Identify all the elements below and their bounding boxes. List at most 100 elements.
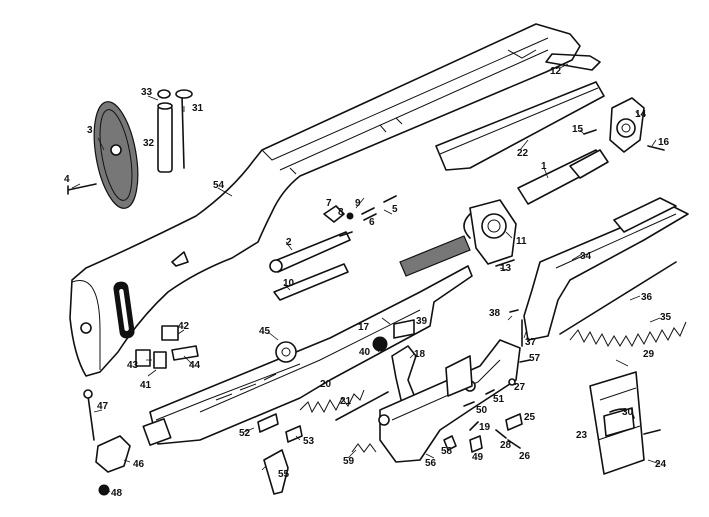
callout-15: 15 [572, 124, 584, 135]
stock [69, 23, 581, 377]
callout-46: 46 [133, 459, 145, 470]
receiver [142, 235, 473, 446]
callout-28: 28 [500, 440, 512, 451]
pin-15 [583, 129, 597, 135]
callout-31: 31 [192, 103, 204, 114]
pin-38 [509, 309, 519, 313]
part-58 [443, 435, 457, 451]
callout-54: 54 [213, 180, 225, 191]
spring-35 [569, 321, 687, 348]
callout-5: 5 [392, 204, 398, 215]
callout-49: 49 [472, 452, 484, 463]
callout-44: 44 [189, 360, 201, 371]
callout-27: 27 [514, 382, 526, 393]
callout-37: 37 [525, 337, 537, 348]
callout-13: 13 [500, 263, 512, 274]
pin-51 [485, 389, 495, 395]
callout-24: 24 [655, 459, 667, 470]
callout-19: 19 [479, 422, 491, 433]
callout-16: 16 [658, 137, 670, 148]
trigger-55 [263, 449, 289, 495]
pin-47 [87, 395, 95, 441]
spring-59 [351, 443, 377, 453]
pin-19 [469, 421, 479, 431]
callout-59: 59 [343, 456, 355, 467]
block-41 [153, 351, 167, 369]
callout-32: 32 [143, 138, 155, 149]
callout-14: 14 [635, 109, 647, 120]
callout-7: 7 [326, 198, 332, 209]
callout-53: 53 [303, 436, 315, 447]
callout-40: 40 [359, 347, 371, 358]
part-25 [505, 413, 523, 431]
callout-38: 38 [489, 308, 501, 319]
barrel-band [463, 199, 517, 265]
callout-41: 41 [140, 380, 152, 391]
callout-25: 25 [524, 412, 536, 423]
callout-56: 56 [425, 458, 437, 469]
block-43 [135, 349, 151, 367]
leader-lines [71, 63, 661, 493]
callout-52: 52 [239, 428, 251, 439]
callout-45: 45 [259, 326, 271, 337]
part-46 [95, 435, 131, 473]
callout-50: 50 [476, 405, 488, 416]
callout-43: 43 [127, 360, 139, 371]
callout-51: 51 [493, 394, 505, 405]
callout-29: 29 [643, 349, 655, 360]
slide-barrel [523, 197, 689, 341]
callout-1: 1 [541, 161, 547, 172]
magazine [589, 371, 661, 475]
callout-4: 4 [64, 174, 70, 185]
callout-34: 34 [580, 251, 592, 262]
front-band [609, 97, 645, 153]
oiler [157, 89, 193, 173]
rod-21 [335, 391, 389, 421]
callout-42: 42 [178, 321, 190, 332]
operating-slide-parts [269, 195, 397, 301]
callout-9: 9 [355, 198, 361, 209]
bushing-39 [393, 319, 415, 339]
callout-48: 48 [111, 488, 123, 499]
gas-tube [517, 149, 609, 205]
callout-35: 35 [660, 312, 672, 323]
rod-36 [559, 261, 677, 335]
handguard [435, 81, 605, 171]
callout-8: 8 [338, 207, 344, 218]
callout-47: 47 [97, 401, 109, 412]
callout-26: 26 [519, 451, 531, 462]
part-48 [98, 484, 110, 496]
trigger-housing [378, 339, 521, 463]
callout-2: 2 [286, 237, 292, 248]
callout-12: 12 [550, 66, 562, 77]
block-44 [171, 345, 199, 361]
pin-28 [495, 429, 507, 439]
callout-21: 21 [340, 396, 352, 407]
butt-plate-screw [67, 183, 97, 195]
callout-3: 3 [87, 125, 93, 136]
part-52 [257, 413, 279, 433]
pin-26 [507, 439, 521, 449]
callout-36: 36 [641, 292, 653, 303]
block-42 [161, 325, 179, 341]
spring-20 [299, 389, 365, 414]
callout-17: 17 [358, 322, 370, 333]
knob-40 [372, 336, 388, 352]
callout-23: 23 [576, 430, 588, 441]
butt-plate [93, 101, 139, 209]
callout-11: 11 [516, 236, 527, 247]
part-53 [285, 425, 303, 443]
part-49 [469, 435, 483, 453]
callout-20: 20 [320, 379, 332, 390]
pin-50 [463, 401, 475, 407]
callout-10: 10 [283, 278, 295, 289]
pin-27 [508, 378, 516, 386]
callout-18: 18 [414, 349, 426, 360]
callout-22: 22 [517, 148, 529, 159]
callout-30: 30 [622, 407, 634, 418]
pin-57 [519, 359, 531, 363]
callout-57: 57 [529, 353, 541, 364]
pin-16 [647, 145, 665, 151]
